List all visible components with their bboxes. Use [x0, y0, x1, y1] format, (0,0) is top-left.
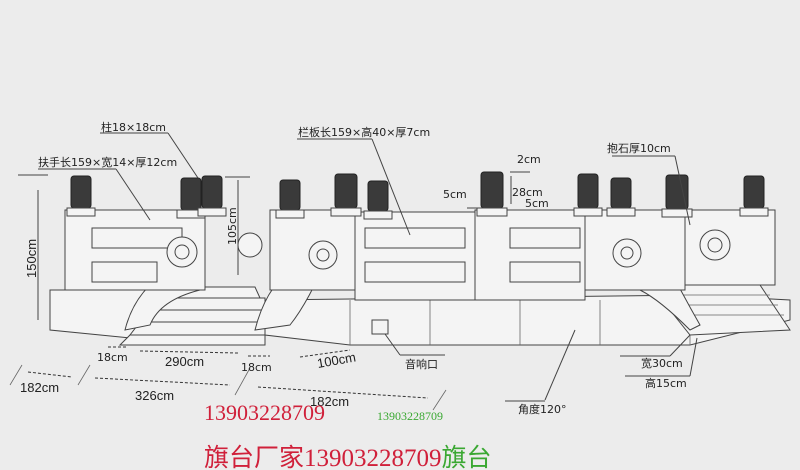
labels: 柱18×18cm 扶手长159×宽14×厚12cm 栏板长159×高40×厚7c…	[20, 120, 687, 416]
left-5cm-label: 5cm	[443, 188, 467, 201]
watermark: 13903228709 13903228709 旗台厂家13903228709旗…	[204, 400, 492, 470]
handrail-label: 扶手长159×宽14×厚12cm	[38, 155, 177, 169]
panel-label: 栏板长159×高40×厚7cm	[298, 125, 430, 139]
sound-port-label: 音响口	[405, 357, 438, 371]
banner-suffix: 旗台	[442, 444, 492, 470]
posts	[66, 171, 769, 220]
width-182a-label: 182cm	[20, 380, 59, 395]
column-label: 柱18×18cm	[101, 120, 166, 134]
width-326-label: 326cm	[135, 388, 174, 403]
leader-lines	[18, 132, 698, 402]
width-18b-label: 18cm	[241, 361, 272, 374]
dimension-lines	[9, 346, 447, 411]
banner: 旗台厂家13903228709旗台	[204, 444, 492, 470]
width-18a-label: 18cm	[97, 351, 128, 364]
step-width-label: 宽30cm	[641, 356, 683, 370]
right-5cm-label: 5cm	[525, 197, 549, 210]
width-100-label: 100cm	[316, 349, 357, 371]
holding-stone-label: 抱石厚10cm	[607, 141, 671, 155]
phone-green: 13903228709	[377, 409, 443, 423]
phone-red: 13903228709	[204, 400, 325, 425]
step-height-label: 高15cm	[645, 376, 687, 390]
banner-prefix: 旗台厂家13903228709	[204, 444, 442, 470]
post-28cm-label: 28cm	[512, 186, 543, 199]
height-105-label: 105cm	[226, 207, 239, 245]
angle-label: 角度120°	[518, 402, 567, 416]
width-290-label: 290cm	[165, 354, 204, 369]
top-2cm-label: 2cm	[517, 153, 541, 166]
width-182b-label: 182cm	[310, 394, 349, 409]
height-150-label: 150cm	[24, 239, 39, 278]
